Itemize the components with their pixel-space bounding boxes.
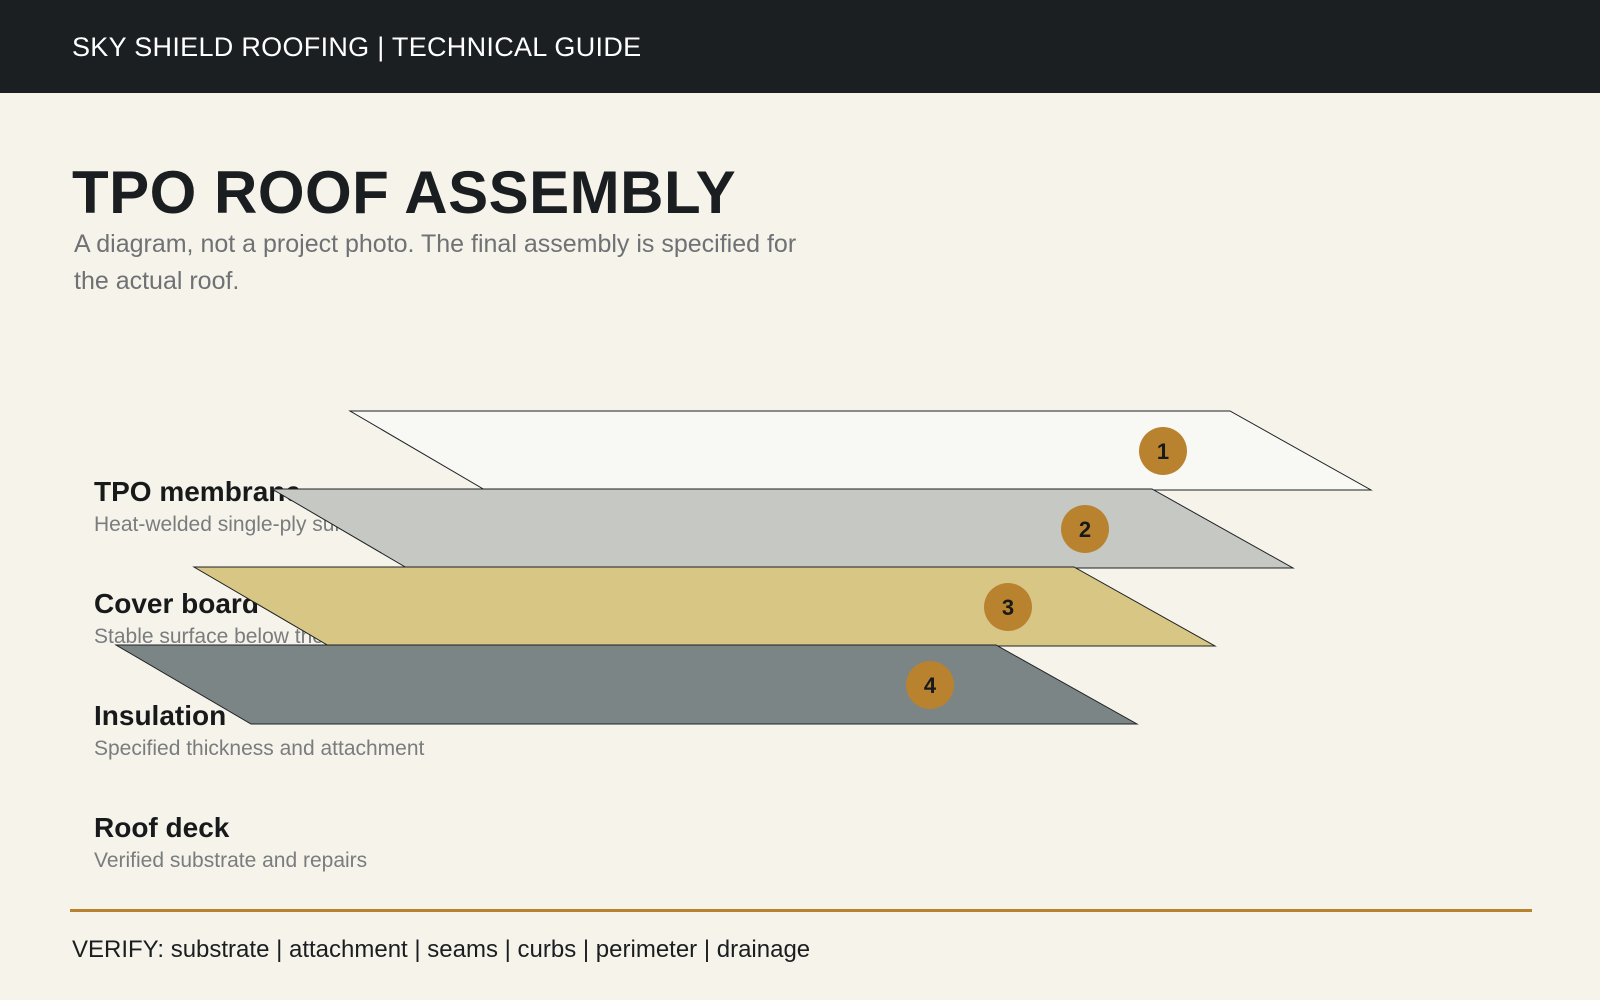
page-subtitle: A diagram, not a project photo. The fina… xyxy=(74,230,797,295)
layer-number-badge xyxy=(984,583,1032,631)
layer-slab-shape xyxy=(192,566,1217,647)
layer-name: TPO membrane xyxy=(94,476,301,507)
layer-name: Insulation xyxy=(94,700,227,731)
layer-number-badge xyxy=(1061,505,1109,553)
layer-slab-3: 3 xyxy=(192,566,1217,647)
layer-label-3: Insulation Specified thickness and attac… xyxy=(94,699,424,763)
layer-number: 2 xyxy=(1079,517,1091,542)
layer-number: 4 xyxy=(924,673,937,698)
layer-slab-2: 2 xyxy=(270,488,1295,569)
layer-stack-diagram: 1 2 3 4 xyxy=(114,410,1373,725)
layer-slab-shape xyxy=(270,488,1295,569)
layer-number: 3 xyxy=(1002,595,1014,620)
layer-number-badge xyxy=(906,661,954,709)
layer-slab-shape xyxy=(114,644,1139,725)
verify-checklist: VERIFY: substrate | attachment | seams |… xyxy=(72,936,811,963)
layer-label-4: Roof deck Verified substrate and repairs xyxy=(94,811,367,875)
layer-description: Verified substrate and repairs xyxy=(94,849,368,872)
layer-name: Roof deck xyxy=(94,812,230,843)
page-title: TPO ROOF ASSEMBLY xyxy=(72,159,737,226)
layer-label-1: TPO membrane Heat-welded single-ply surf… xyxy=(94,475,381,539)
layer-number-badge xyxy=(1139,427,1187,475)
layer-description: Heat-welded single-ply surface xyxy=(94,513,382,536)
layer-slab-shape xyxy=(348,410,1373,491)
layer-name: Cover board xyxy=(94,588,259,619)
header-bar: SKY SHIELD ROOFING | TECHNICAL GUIDE xyxy=(0,0,1600,93)
layer-slab-1: 1 xyxy=(348,410,1373,491)
footer-divider xyxy=(70,909,1532,912)
layer-slab-4: 4 xyxy=(114,644,1139,725)
layer-number: 1 xyxy=(1157,439,1169,464)
brand-title: SKY SHIELD ROOFING | TECHNICAL GUIDE xyxy=(72,32,642,62)
layer-description: Specified thickness and attachment xyxy=(94,737,425,760)
